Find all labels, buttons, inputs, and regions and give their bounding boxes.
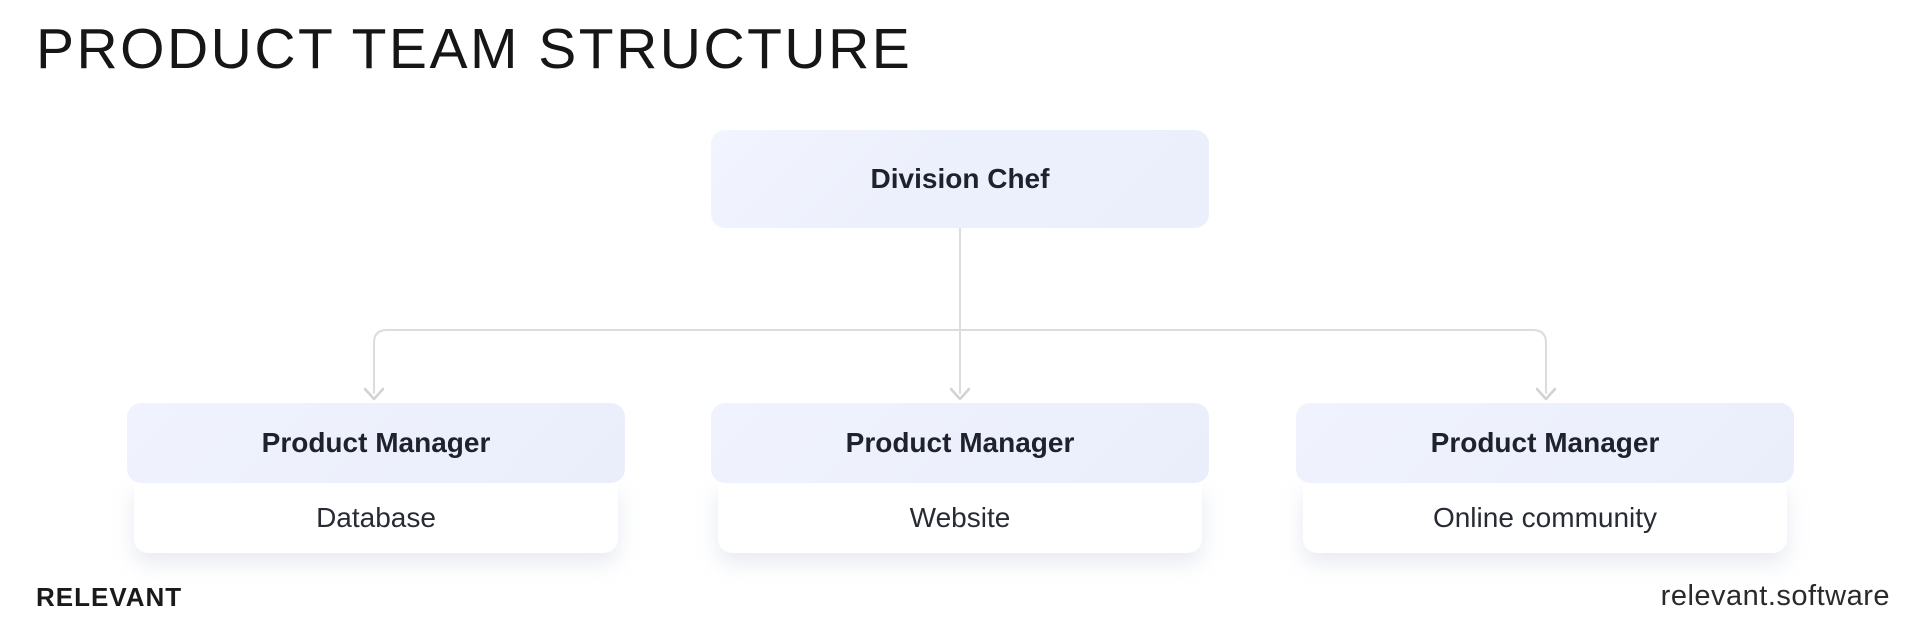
page-title: PRODUCT TEAM STRUCTURE (36, 17, 913, 81)
arrow-down-icon (363, 387, 385, 401)
manager-role-header: Product Manager (1296, 403, 1794, 483)
manager-area-body: Database (134, 483, 618, 553)
website-url: relevant.software (1660, 580, 1890, 612)
root-node-division-chef: Division Chef (711, 130, 1209, 228)
connector-rail-line (373, 329, 1547, 394)
manager-area-body: Website (718, 483, 1202, 553)
manager-area-label: Website (909, 502, 1011, 533)
arrow-down-icon (1535, 387, 1557, 401)
manager-role-header: Product Manager (127, 403, 625, 483)
manager-role-label: Product Manager (261, 427, 491, 458)
manager-card-database: Product Manager Database (127, 403, 625, 553)
manager-role-header: Product Manager (711, 403, 1209, 483)
manager-role-label: Product Manager (1430, 427, 1660, 458)
arrow-down-icon (949, 387, 971, 401)
brand-logo: RELEVANT (36, 582, 183, 612)
manager-area-label: Database (316, 502, 436, 533)
manager-card-online-community: Product Manager Online community (1296, 403, 1794, 553)
manager-area-body: Online community (1303, 483, 1787, 553)
root-node-label: Division Chef (870, 163, 1050, 194)
manager-role-label: Product Manager (845, 427, 1075, 458)
manager-card-website: Product Manager Website (711, 403, 1209, 553)
manager-area-label: Online community (1432, 502, 1658, 533)
